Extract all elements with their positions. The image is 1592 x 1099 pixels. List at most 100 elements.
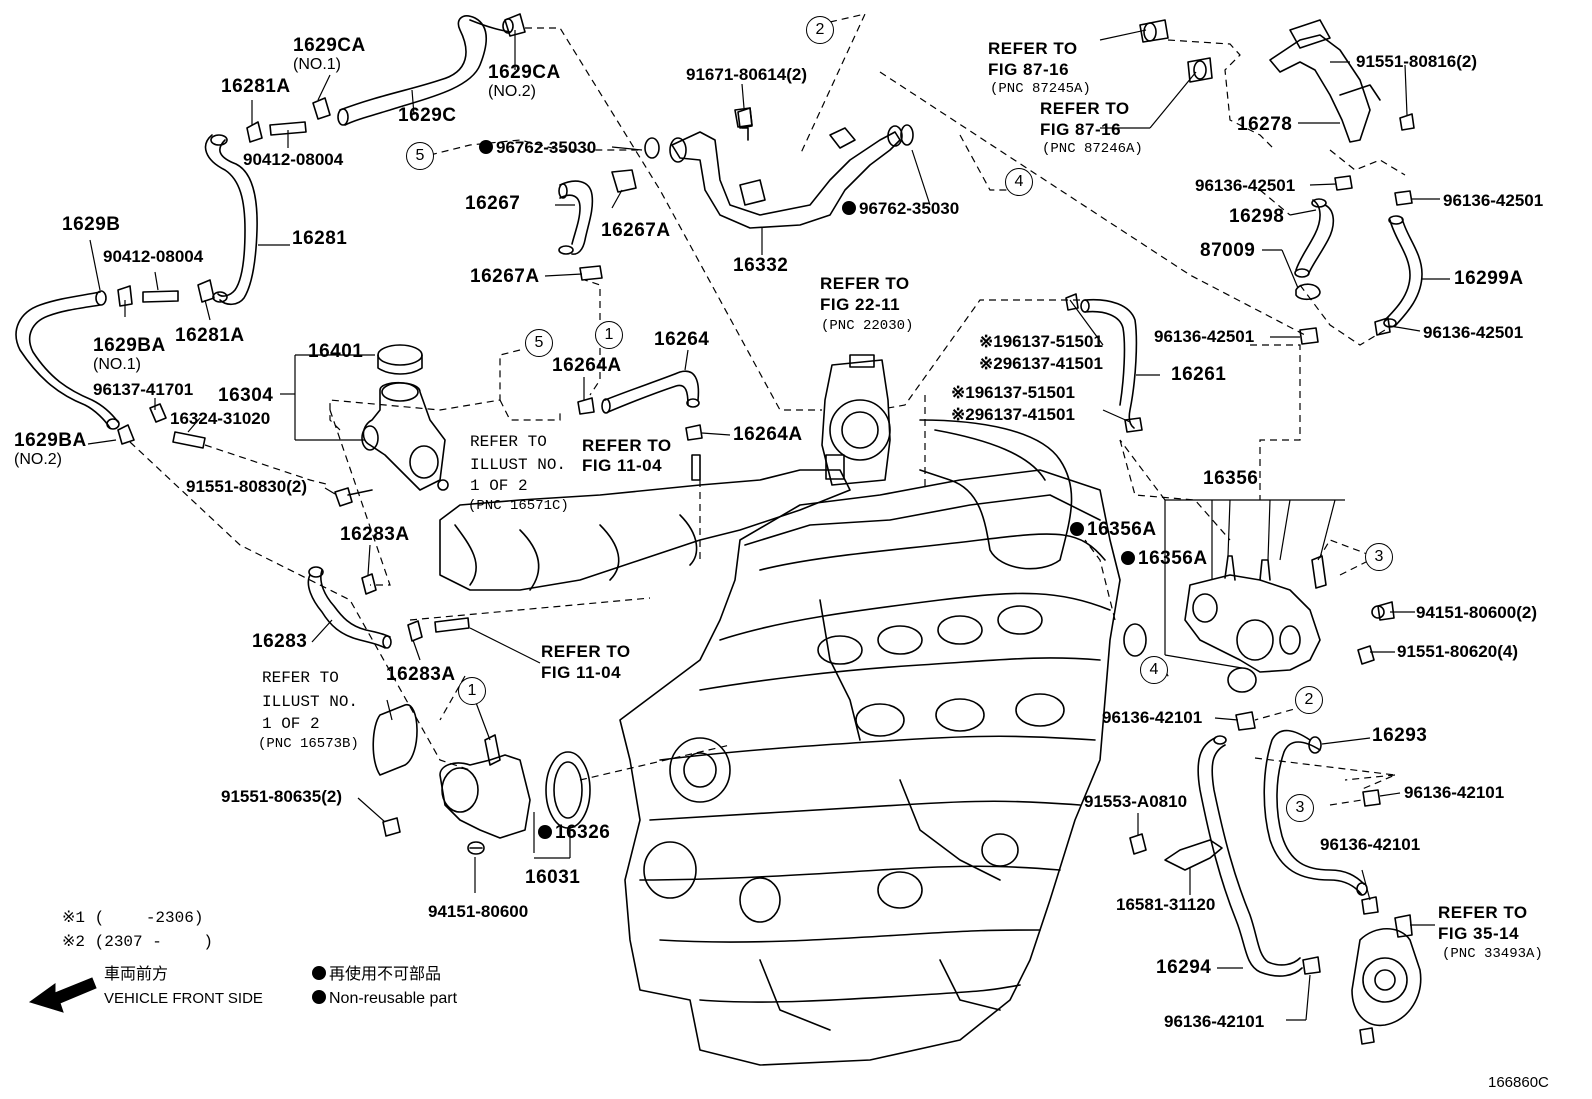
label-16261: 16261 xyxy=(1171,364,1227,385)
label-1629b: 1629B xyxy=(62,214,121,235)
callout-2-right: 2 xyxy=(1295,686,1323,714)
label-1629ba-no2-sub: (NO.2) xyxy=(14,451,62,468)
legend-front-jp: 車両前方 xyxy=(104,966,169,983)
label-16356a-2-text: 16356A xyxy=(1138,548,1208,569)
label-refer-87-16-a1: REFER TO xyxy=(988,39,1078,58)
mark-1: ※1 xyxy=(979,332,1003,351)
label-variant-1-a: ※196137-51501 xyxy=(979,333,1103,350)
hose-16281 xyxy=(197,121,307,306)
intake-manifold xyxy=(439,419,1073,591)
label-1629ca-no1-sub: (NO.1) xyxy=(293,56,341,73)
non-reusable-dot xyxy=(479,140,493,154)
label-16267a-mid: 16267A xyxy=(601,220,671,241)
non-reusable-dot xyxy=(842,201,856,215)
label-refer-illust-1: REFER TO xyxy=(470,433,547,451)
non-reusable-dot xyxy=(1070,522,1084,536)
label-16356a-1-text: 16356A xyxy=(1087,519,1157,540)
label-16299a: 16299A xyxy=(1454,268,1524,289)
non-reusable-dot xyxy=(1121,551,1135,565)
label-96762-35030-right-text: 96762-35030 xyxy=(859,199,960,218)
legend-nonreuse-en: Non-reusable part xyxy=(312,990,457,1007)
callout-5-top: 5 xyxy=(406,142,434,170)
label-16356a-1: 16356A xyxy=(1070,520,1157,539)
label-16304: 16304 xyxy=(218,385,274,406)
mark-1: ※1 xyxy=(951,383,975,402)
label-refer-87-16-b1: REFER TO xyxy=(1040,99,1130,118)
water-outlet-16304 xyxy=(334,344,449,507)
legend-mark-1: ※1 ( -2306) xyxy=(62,909,204,927)
callout-5-mid: 5 xyxy=(525,329,553,357)
water-inlet-16356 xyxy=(1123,555,1385,693)
non-reusable-dot xyxy=(312,966,326,980)
label-refer-illust-b2: ILLUST NO. xyxy=(262,693,359,711)
non-reusable-dot xyxy=(312,990,326,1004)
label-refer-fig-22-11-c: (PNC 22030) xyxy=(821,318,914,334)
label-91551-80635: 91551-80635(2) xyxy=(221,787,342,806)
hose-16264 xyxy=(577,370,703,481)
label-87009: 87009 xyxy=(1200,240,1256,261)
label-96136-42101-b: 96136-42101 xyxy=(1404,783,1505,802)
label-91671-80614: 91671-80614(2) xyxy=(686,65,807,84)
hose-16261 xyxy=(1065,293,1143,433)
legend-nonreuse-jp-text: 再使用不可部品 xyxy=(329,966,442,983)
label-16264: 16264 xyxy=(654,329,710,350)
mark-2: ※2 xyxy=(951,405,975,424)
legend-mark-2: ※2 (2307 - ) xyxy=(62,933,214,951)
connection-lines-dashed xyxy=(129,13,1406,806)
label-16264a-top: 16264A xyxy=(552,355,622,376)
label-refer-fig-11-04-a: REFER TO xyxy=(582,436,672,455)
callout-3-a: 3 xyxy=(1365,543,1393,571)
label-16298: 16298 xyxy=(1229,206,1285,227)
label-refer-illust-3: 1 OF 2 xyxy=(470,477,528,495)
callout-1-top: 1 xyxy=(595,321,623,349)
label-16281: 16281 xyxy=(292,228,348,249)
label-96136-42101-d: 96136-42101 xyxy=(1164,1012,1265,1031)
label-refer-fig-35-14-b: FIG 35-14 xyxy=(1438,924,1520,943)
label-16332: 16332 xyxy=(733,255,789,276)
pipe-16278 xyxy=(1139,19,1415,206)
legend-front-en: VEHICLE FRONT SIDE xyxy=(104,990,263,1007)
label-16283: 16283 xyxy=(252,631,308,652)
label-91551-80816: 91551-80816(2) xyxy=(1356,52,1477,71)
label-refer-87-16-b2: FIG 87-16 xyxy=(1040,120,1122,139)
label-1629ca-no2: 1629CA xyxy=(488,62,561,83)
label-16294: 16294 xyxy=(1156,957,1212,978)
label-1629ba-no1-sub: (NO.1) xyxy=(93,356,141,373)
label-96762-35030-left: 96762-35030 xyxy=(479,139,596,156)
label-16581-31120: 16581-31120 xyxy=(1116,895,1216,914)
label-96136-42101-c: 96136-42101 xyxy=(1320,835,1421,854)
mark-2: ※2 xyxy=(979,354,1003,373)
label-91551-80830: 91551-80830(2) xyxy=(186,477,307,496)
label-refer-fig-22-11-b: FIG 22-11 xyxy=(820,295,901,314)
label-refer-illust-b1: REFER TO xyxy=(262,669,339,687)
bracket-16581 xyxy=(1129,833,1223,871)
hose-1629b xyxy=(15,285,206,449)
label-1629ca-no2-sub: (NO.2) xyxy=(488,83,536,100)
label-16356: 16356 xyxy=(1203,468,1259,489)
engine-block xyxy=(619,469,1121,1066)
label-91553-a0810: 91553-A0810 xyxy=(1084,792,1188,811)
part-96137-41501-a: 96137-41501 xyxy=(1002,354,1103,373)
bolt-91671 xyxy=(737,107,753,141)
label-16283a-top: 16283A xyxy=(340,524,410,545)
label-refer-illust-b3: 1 OF 2 xyxy=(262,715,320,733)
label-96136-42501-d: 96136-42501 xyxy=(1423,323,1524,342)
label-91551-80620: 91551-80620(4) xyxy=(1397,642,1518,661)
label-16401: 16401 xyxy=(308,341,364,362)
label-90412-08004-top: 90412-08004 xyxy=(243,150,344,169)
hose-1629c xyxy=(312,13,526,126)
label-16281a-top: 16281A xyxy=(221,76,291,97)
label-96136-42501-a: 96136-42501 xyxy=(1195,176,1296,195)
label-refer-fig-11-04-c1: REFER TO xyxy=(541,642,631,661)
part-96137-41501-b: 96137-41501 xyxy=(974,405,1075,424)
part-96137-51501-a: 96137-51501 xyxy=(1002,332,1103,351)
label-refer-87-16-a2: FIG 87-16 xyxy=(988,60,1070,79)
callout-1-bot: 1 xyxy=(458,677,486,705)
hose-16299a xyxy=(1374,215,1423,336)
label-refer-illust-b4: (PNC 16573B) xyxy=(258,736,359,752)
legend-nonreuse-jp: 再使用不可部品 xyxy=(312,966,441,983)
callout-4-top: 4 xyxy=(1005,168,1033,196)
oil-cooler xyxy=(1351,914,1422,1045)
